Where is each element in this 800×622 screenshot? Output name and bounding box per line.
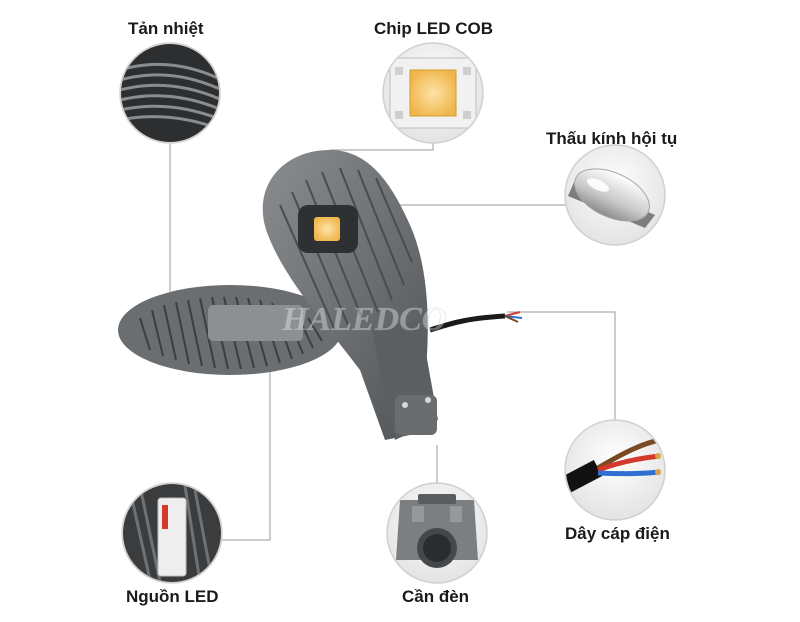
watermark: HALEDCO	[281, 301, 446, 338]
label-arm: Cần đèn	[402, 587, 470, 606]
leader-cable	[507, 311, 616, 421]
lamp-front-chip	[314, 217, 340, 241]
lamp-cable	[429, 313, 506, 333]
label-driver: Nguồn LED	[126, 587, 219, 606]
callout-driver	[121, 482, 223, 584]
lamp-back-view	[118, 285, 342, 375]
lamp-back-driver-cover	[208, 305, 303, 341]
callout-cob-chip	[382, 42, 484, 144]
leader-driver	[221, 348, 271, 541]
label-cable: Dây cáp điện	[565, 524, 670, 543]
lamp-front-view	[262, 150, 523, 440]
callout-cable	[564, 419, 666, 521]
label-heatsink: Tản nhiệt	[128, 19, 204, 38]
callout-heatsink	[119, 42, 221, 144]
label-lens: Thấu kính hội tụ	[546, 129, 678, 148]
label-cob-chip: Chip LED COB	[374, 19, 493, 38]
callout-lens	[564, 144, 666, 246]
callout-arm	[386, 482, 488, 584]
